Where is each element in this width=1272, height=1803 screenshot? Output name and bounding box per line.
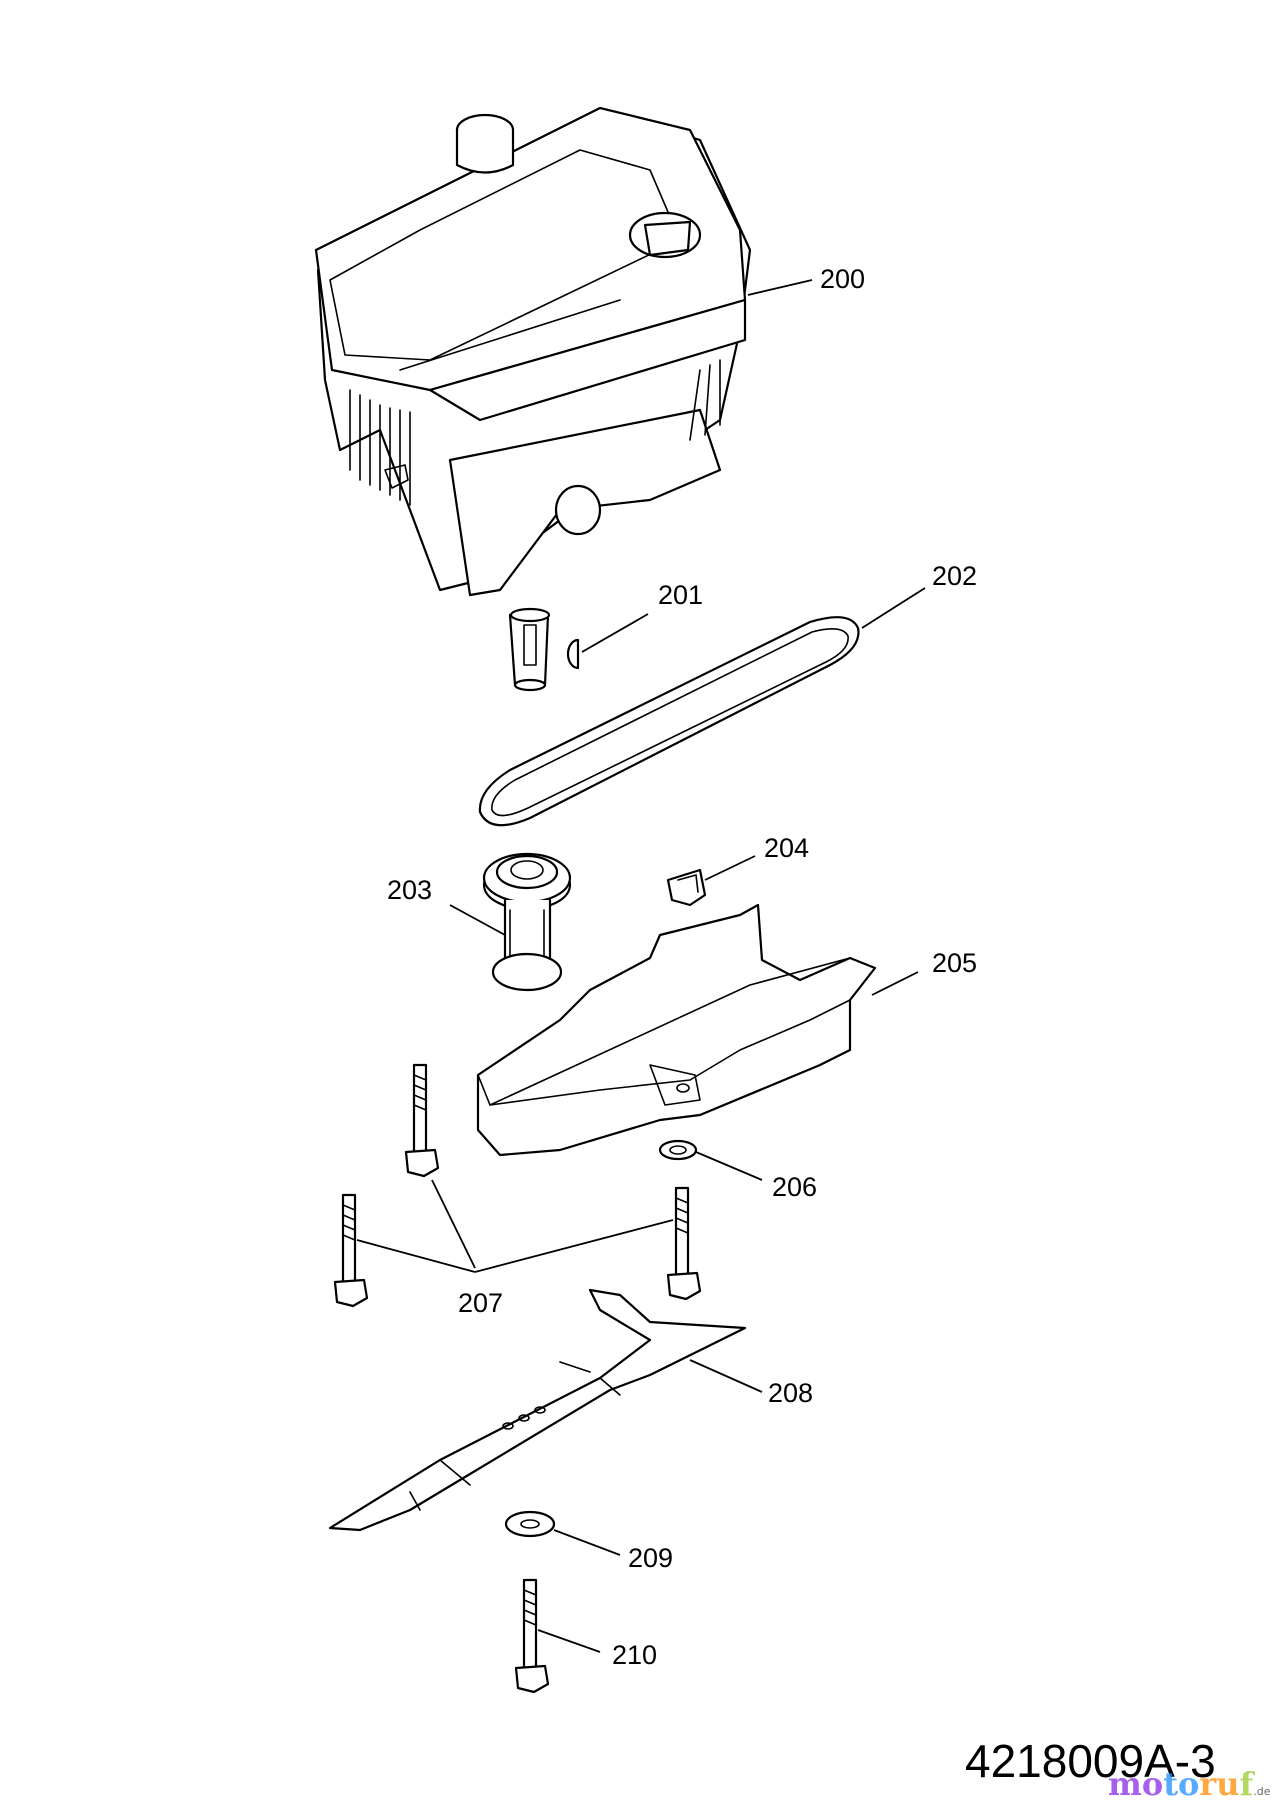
leader-210 [537, 1629, 601, 1653]
leader-200 [747, 279, 813, 296]
watermark-text: motoruf [1108, 1765, 1253, 1803]
leader-203 [449, 904, 506, 936]
drawing-number: 4218009A-3 [965, 1735, 1216, 1787]
engine-drawing [314, 106, 752, 597]
screws-drawing [333, 1063, 702, 1308]
leader-202 [861, 587, 926, 629]
leader-206 [695, 1151, 763, 1181]
callout-202: 202 [932, 561, 978, 591]
leader-201 [581, 613, 649, 653]
blade-screw-drawing [514, 1578, 550, 1694]
clip-drawing [666, 868, 707, 907]
callout-205: 205 [932, 948, 978, 978]
leader-204 [704, 855, 756, 881]
leader-207-right [474, 1219, 674, 1273]
screw-top-drawing [404, 1063, 440, 1178]
watermark-letter-group: f [1239, 1765, 1254, 1803]
blade-drawing [328, 1288, 747, 1532]
callout-206: 206 [772, 1172, 818, 1202]
callout-209: 209 [628, 1543, 674, 1573]
watermark-letter-group: mo [1108, 1765, 1164, 1803]
callout-207: 207 [458, 1288, 504, 1318]
screw-right-drawing [666, 1186, 702, 1301]
pin-and-key-drawing [508, 607, 580, 692]
leader-lines [356, 279, 926, 1653]
washer-drawing [658, 1139, 698, 1161]
callout-203: 203 [387, 875, 433, 905]
blade-washer-drawing [504, 1510, 556, 1538]
callout-210: 210 [612, 1640, 658, 1670]
v-belt-drawing [478, 616, 860, 827]
watermark-letter-group: ru [1199, 1765, 1240, 1803]
watermark-tld: .de [1253, 1785, 1271, 1798]
leader-205 [871, 971, 919, 996]
leader-209 [553, 1529, 621, 1556]
watermark-logo: motoruf.de [1108, 1768, 1270, 1800]
screw-left-drawing [333, 1193, 369, 1308]
leader-208 [689, 1359, 763, 1393]
callout-200: 200 [820, 264, 866, 294]
pulley-drawing [482, 852, 572, 992]
belt-cover-drawing [476, 903, 877, 1157]
callout-201: 201 [658, 580, 704, 610]
leader-207-top [431, 1179, 476, 1269]
watermark-letter-group: to [1163, 1765, 1200, 1803]
callout-208: 208 [768, 1378, 814, 1408]
callout-204: 204 [764, 833, 810, 863]
leader-207-left [356, 1239, 476, 1273]
